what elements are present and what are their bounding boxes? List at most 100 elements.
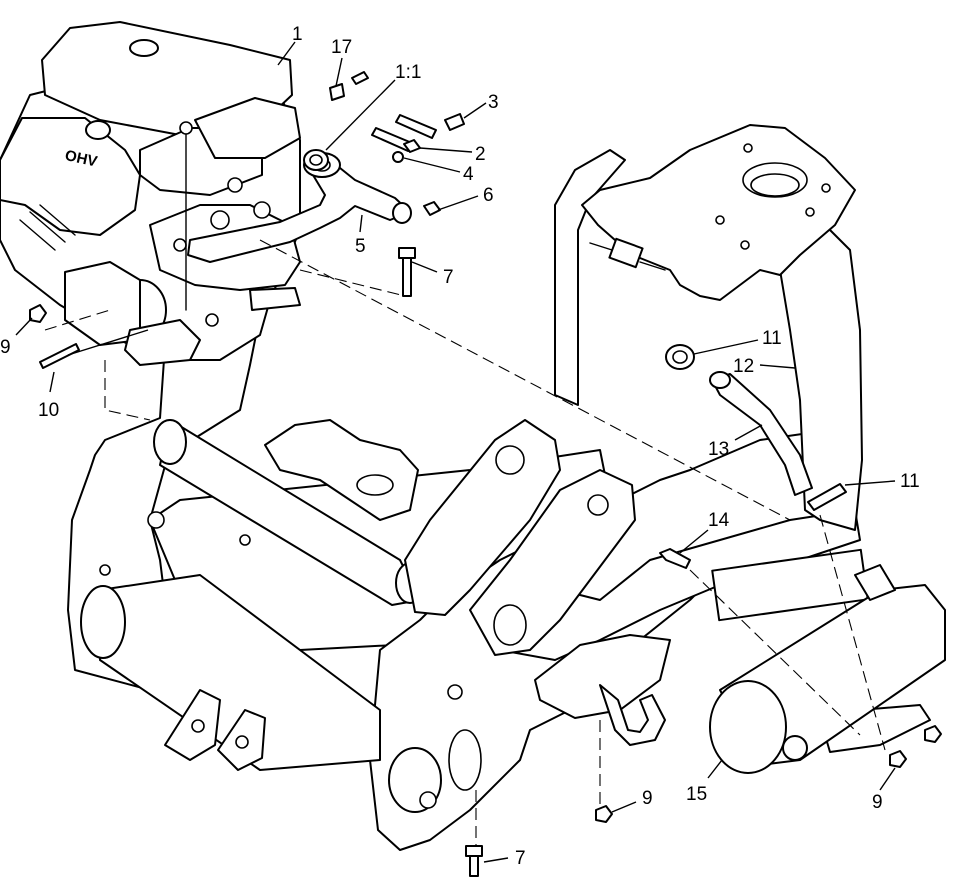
- callout-5: 5: [355, 236, 366, 257]
- callout-1-1: 1:1: [395, 62, 421, 83]
- tower-hole-5: [740, 240, 750, 250]
- leader-11-upper: [693, 339, 759, 355]
- leader-7-upper: [411, 261, 438, 273]
- tower-hole-1: [743, 143, 753, 153]
- oil-fill-cap: [85, 120, 111, 140]
- bolts-7: [398, 247, 483, 877]
- roller-tube: [80, 574, 381, 771]
- hitch-hook: [599, 684, 666, 746]
- engine-pulley-4: [173, 238, 187, 252]
- leader-10-bolt: [67, 329, 149, 356]
- bolt-7-upper-head: [398, 247, 416, 259]
- nut-9-left: [29, 304, 47, 323]
- exhaust-pipe-outlet: [392, 202, 412, 224]
- leader-5: [359, 214, 363, 233]
- engine-pulley-2: [210, 210, 230, 230]
- callout-11-lower: 11: [900, 471, 920, 492]
- leader-10: [49, 371, 55, 393]
- tow-hitch: [534, 634, 671, 746]
- leader-17: [335, 57, 343, 87]
- leader-15: [707, 759, 723, 779]
- lift-arm-lower-pivot: [493, 604, 527, 646]
- leader-4: [403, 157, 461, 173]
- tower-decal-bracket: [608, 237, 644, 269]
- tower-large-hole-inner: [750, 173, 800, 197]
- align-line-3: [104, 360, 151, 421]
- engine-shroud: [0, 117, 141, 236]
- engine-fan-fins: [19, 204, 76, 251]
- callout-15: 15: [686, 784, 707, 805]
- frame-boss-hole: [419, 791, 437, 809]
- hitch-plate: [534, 634, 671, 719]
- center-bracket-hole: [356, 474, 394, 496]
- leader-3: [463, 102, 487, 119]
- callout-10: 10: [38, 400, 59, 421]
- muffler: [709, 564, 946, 774]
- muffler-end-cap: [709, 680, 787, 774]
- leader-lines: [15, 41, 896, 863]
- leader-9-bottom: [611, 801, 637, 813]
- clip-17: [329, 83, 345, 101]
- leader-9-right: [879, 767, 896, 791]
- clamp-11-upper-hole: [672, 350, 688, 364]
- tailpipe-13-inlet: [709, 371, 731, 389]
- callout-14: 14: [708, 510, 730, 531]
- nut-6: [423, 201, 441, 216]
- bolt-14: [659, 548, 691, 569]
- align-line-8: [819, 514, 886, 751]
- tower-hole-4: [715, 215, 725, 225]
- stud-lower: [371, 127, 413, 152]
- tower-decal-wire: [589, 242, 666, 271]
- roller-body: [99, 574, 381, 771]
- muffler-outlet: [782, 735, 808, 761]
- bolt-3: [444, 113, 465, 131]
- callout-13: 13: [708, 439, 729, 460]
- callout-6: 6: [483, 185, 494, 206]
- engine-pulley-1: [227, 177, 243, 193]
- engine-pulley-5: [205, 313, 219, 327]
- tower-left-leg: [554, 149, 626, 406]
- alignment-lines: [44, 239, 886, 845]
- lift-arms: [264, 419, 636, 656]
- bolt-11-lower: [807, 483, 847, 511]
- align-line-4: [299, 269, 406, 297]
- lock-washer-4: [392, 151, 404, 163]
- leader-2: [419, 147, 473, 153]
- engine-dipstick-loop: [179, 121, 193, 135]
- lift-arm-upper-pivot: [495, 445, 525, 475]
- engine-shaft: [249, 287, 301, 311]
- frame-hole-2: [447, 684, 463, 700]
- engine-pulley-3: [253, 201, 271, 219]
- leader-9-left: [15, 317, 33, 336]
- callout-2: 2: [475, 144, 486, 165]
- exhaust-gasket-hole: [309, 154, 323, 166]
- engine-ohv-badge: OHV: [63, 147, 98, 170]
- tailpipe-13: [711, 373, 813, 496]
- exhaust-pipe-body: [187, 159, 411, 263]
- muffler-heat-shield: [854, 564, 896, 601]
- callout-3: 3: [488, 92, 499, 113]
- nut-9-right-upper: [924, 725, 942, 743]
- leader-7-lower: [483, 857, 509, 863]
- callout-9-bottom: 9: [642, 788, 653, 809]
- frame-hole-1: [147, 511, 165, 529]
- callout-4: 4: [463, 164, 474, 185]
- tower-hole-2: [821, 183, 831, 193]
- callout-7-lower: 7: [515, 848, 526, 869]
- roller-end: [80, 585, 126, 659]
- frame-slot-1: [448, 729, 482, 791]
- engine: OHV: [0, 21, 301, 366]
- roller-bracket-2-hole: [235, 735, 249, 749]
- screw-17: [351, 71, 369, 85]
- tower-upright: [554, 124, 863, 531]
- nut-9-bottom: [595, 805, 613, 823]
- callout-9-left: 9: [0, 337, 11, 358]
- callout-9-right: 9: [872, 792, 883, 813]
- callouts: 1 17 1:1 3 2 4 6 5 7 9 10 11 12 13 11 14…: [0, 24, 920, 869]
- leader-11-lower: [844, 480, 896, 486]
- bolt-10: [39, 343, 80, 369]
- leader-13: [734, 424, 763, 441]
- callout-11-upper: 11: [762, 328, 782, 349]
- lift-arm-lower-hole: [587, 494, 609, 516]
